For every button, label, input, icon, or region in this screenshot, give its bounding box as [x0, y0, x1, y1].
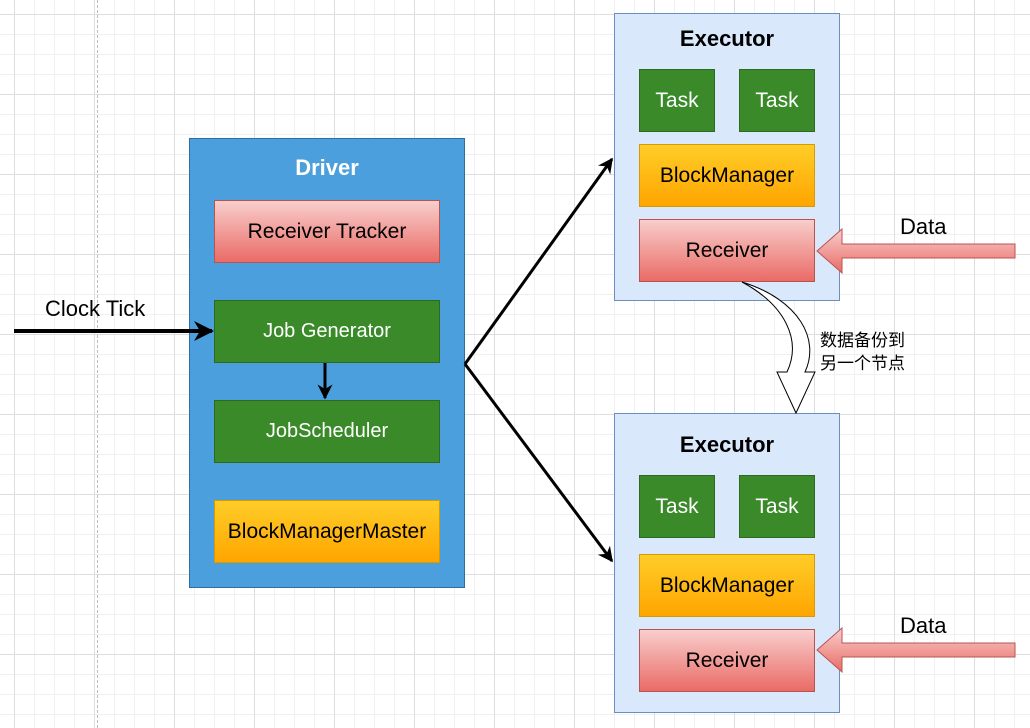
data-arrow-1 — [816, 227, 1016, 275]
executor-1-receiver: Receiver — [639, 219, 815, 282]
executor-2-receiver: Receiver — [639, 629, 815, 692]
clock-tick-label: Clock Tick — [45, 296, 146, 321]
data-arrow-2 — [816, 626, 1016, 674]
driver-to-executor-2-arrow — [463, 363, 614, 563]
executor-1-title: Executor — [679, 26, 775, 51]
driver-to-executor-1-arrow — [463, 157, 614, 365]
executor-1-task-1: Task — [639, 69, 715, 132]
executor-1-block-manager: BlockManager — [639, 144, 815, 207]
executor-2-block-manager: BlockManager — [639, 554, 815, 617]
job-scheduler-box: JobScheduler — [214, 400, 440, 463]
executor-2-task-2: Task — [739, 475, 815, 538]
executor-1-task-2: Task — [739, 69, 815, 132]
driver-title: Driver — [295, 155, 359, 180]
vertical-guide-line — [97, 0, 98, 728]
receiver-tracker-box: Receiver Tracker — [214, 200, 440, 263]
block-manager-master-box: BlockManagerMaster — [214, 500, 440, 563]
backup-note-line-2: 另一个节点 — [820, 354, 905, 374]
executor-1-data-label: Data — [900, 214, 947, 239]
executor-2-task-1: Task — [639, 475, 715, 538]
executor-2-data-label: Data — [900, 613, 947, 638]
executor-2-title: Executor — [679, 432, 775, 457]
backup-curved-arrow — [741, 281, 816, 415]
backup-note-line-1: 数据备份到 — [820, 331, 905, 351]
job-generator-box: Job Generator — [214, 300, 440, 363]
